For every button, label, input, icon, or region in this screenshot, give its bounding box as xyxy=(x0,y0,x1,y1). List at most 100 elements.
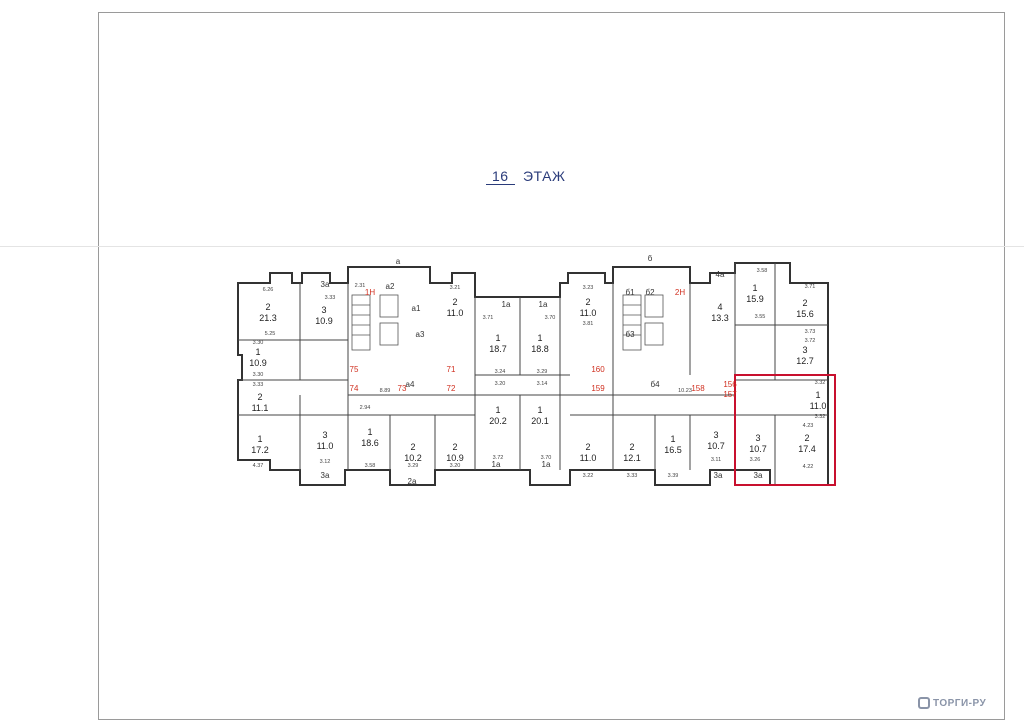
room-r2-label: 3 xyxy=(321,305,326,315)
room-r20-area: 13.3 xyxy=(711,313,729,323)
room-r24-area: 11.0 xyxy=(810,401,827,411)
dimension: 4.23 xyxy=(803,423,814,429)
floor-number: 16 xyxy=(486,168,515,185)
room-r4-label: 2 xyxy=(257,392,262,402)
dimension: 10.23 xyxy=(678,388,692,394)
stair-label: б2 xyxy=(645,288,655,297)
room-r19-area: 10.7 xyxy=(707,441,725,451)
dimension: 3.72 xyxy=(493,455,504,461)
stair-label: 1а xyxy=(539,300,548,309)
dimension: 3.22 xyxy=(583,473,594,479)
room-r1-label: 2 xyxy=(265,302,270,312)
room-r25-label: 3 xyxy=(755,433,760,443)
room-r12-label: 1 xyxy=(537,333,542,343)
room-r6-area: 11.0 xyxy=(317,441,334,451)
dimension: 3.58 xyxy=(757,268,768,274)
room-r7-label: 1 xyxy=(367,427,372,437)
dimension: 8.89 xyxy=(380,388,391,394)
apt-159: 159 xyxy=(591,384,605,393)
dimension: 3.32 xyxy=(815,380,826,386)
apt-2n: 2Н xyxy=(675,288,685,297)
room-r9-area: 11.0 xyxy=(447,308,464,318)
room-r22-label: 2 xyxy=(802,298,807,308)
stair-label: б4 xyxy=(650,380,660,389)
dimension: 3.14 xyxy=(537,381,548,387)
apt-74: 74 xyxy=(350,384,359,393)
dimension: 3.20 xyxy=(495,381,506,387)
stair-labels: а а1 а2 а3 а4 б б1 б2 б3 б4 1а 1а 1а 1а … xyxy=(321,255,763,486)
dimension: 3.11 xyxy=(711,457,721,463)
room-r23-label: 3 xyxy=(802,345,807,355)
room-r5-label: 1 xyxy=(257,434,262,444)
apt-156: 156 xyxy=(723,380,737,389)
dimension: 4.22 xyxy=(803,464,814,470)
apt-75: 75 xyxy=(350,365,359,374)
apt-157: 157 xyxy=(723,390,737,399)
room-r10-label: 2 xyxy=(452,442,457,452)
room-r9-label: 2 xyxy=(452,297,457,307)
drawing-sheet xyxy=(98,12,1005,720)
dimension: 2.31 xyxy=(355,283,366,289)
room-r1-area: 21.3 xyxy=(259,313,277,323)
stair-label: а2 xyxy=(386,282,395,291)
room-r19-label: 3 xyxy=(713,430,718,440)
dimension: 3.73 xyxy=(805,329,816,335)
highlighted-apartment xyxy=(734,374,836,486)
room-r15-label: 2 xyxy=(585,297,590,307)
apt-158: 158 xyxy=(691,384,705,393)
dimension: 3.81 xyxy=(583,321,594,327)
dimension: 3.70 xyxy=(541,455,552,461)
room-r18-area: 16.5 xyxy=(664,445,682,455)
dimension: 3.33 xyxy=(325,295,336,301)
room-r2-area: 10.9 xyxy=(315,316,333,326)
room-r23-area: 12.7 xyxy=(796,356,814,366)
floor-plan: 2 21.3 3 10.9 1 10.9 2 11.1 1 17.2 3 11.… xyxy=(237,255,836,486)
apt-72: 72 xyxy=(447,384,456,393)
dimension: 3.29 xyxy=(408,463,419,469)
room-r12-area: 18.8 xyxy=(531,344,549,354)
dimension: 3.21 xyxy=(450,285,461,291)
internal-walls xyxy=(238,263,828,485)
room-r7-area: 18.6 xyxy=(361,438,379,448)
dimension: 3.23 xyxy=(583,285,594,291)
room-r17-area: 12.1 xyxy=(623,453,641,463)
stair-label: 3а xyxy=(321,471,330,480)
stair-cores xyxy=(351,294,664,351)
apt-73: 73 xyxy=(398,384,407,393)
room-r22-area: 15.6 xyxy=(796,309,814,319)
stair-label: а1 xyxy=(412,304,421,313)
room-r16-area: 11.0 xyxy=(580,453,597,463)
stair-label: 1а xyxy=(492,460,501,469)
room-r13-area: 20.2 xyxy=(489,416,507,426)
room-r20-label: 4 xyxy=(717,302,722,312)
apt-160: 160 xyxy=(591,365,605,374)
room-r10-area: 10.9 xyxy=(446,453,464,463)
room-r4-area: 11.1 xyxy=(252,403,269,413)
room-r26-area: 17.4 xyxy=(798,444,816,454)
stair-label: а xyxy=(396,257,401,266)
stair-label: а3 xyxy=(416,330,425,339)
dimension: 4.37 xyxy=(253,463,264,469)
stair-label: 4а xyxy=(716,270,725,279)
apartment-numbers: 1Н 2Н 75 74 73 72 71 160 159 158 157 156 xyxy=(350,288,738,399)
dimension: 3.26 xyxy=(750,457,761,463)
room-r3-label: 1 xyxy=(255,347,260,357)
room-r17-label: 2 xyxy=(629,442,634,452)
dimension: 3.30 xyxy=(253,372,264,378)
dimension: 3.33 xyxy=(627,473,638,479)
room-r8-area: 10.2 xyxy=(404,453,422,463)
room-r11-label: 1 xyxy=(495,333,500,343)
dimension: 2.94 xyxy=(360,405,371,411)
dimension: 3.55 xyxy=(755,314,766,320)
room-r21-label: 1 xyxy=(752,283,757,293)
dimension: 3.12 xyxy=(320,459,331,465)
stair-label: 3а xyxy=(321,280,330,289)
stair-label: 1а xyxy=(542,460,551,469)
dimension: 3.70 xyxy=(545,315,556,321)
dimension: 3.20 xyxy=(450,463,461,469)
stair-label: 3а xyxy=(714,471,723,480)
room-r5-area: 17.2 xyxy=(251,445,269,455)
dimension: 3.29 xyxy=(537,369,548,375)
room-r26-label: 2 xyxy=(804,433,809,443)
floor-title: 16 ЭТАЖ xyxy=(486,168,565,185)
